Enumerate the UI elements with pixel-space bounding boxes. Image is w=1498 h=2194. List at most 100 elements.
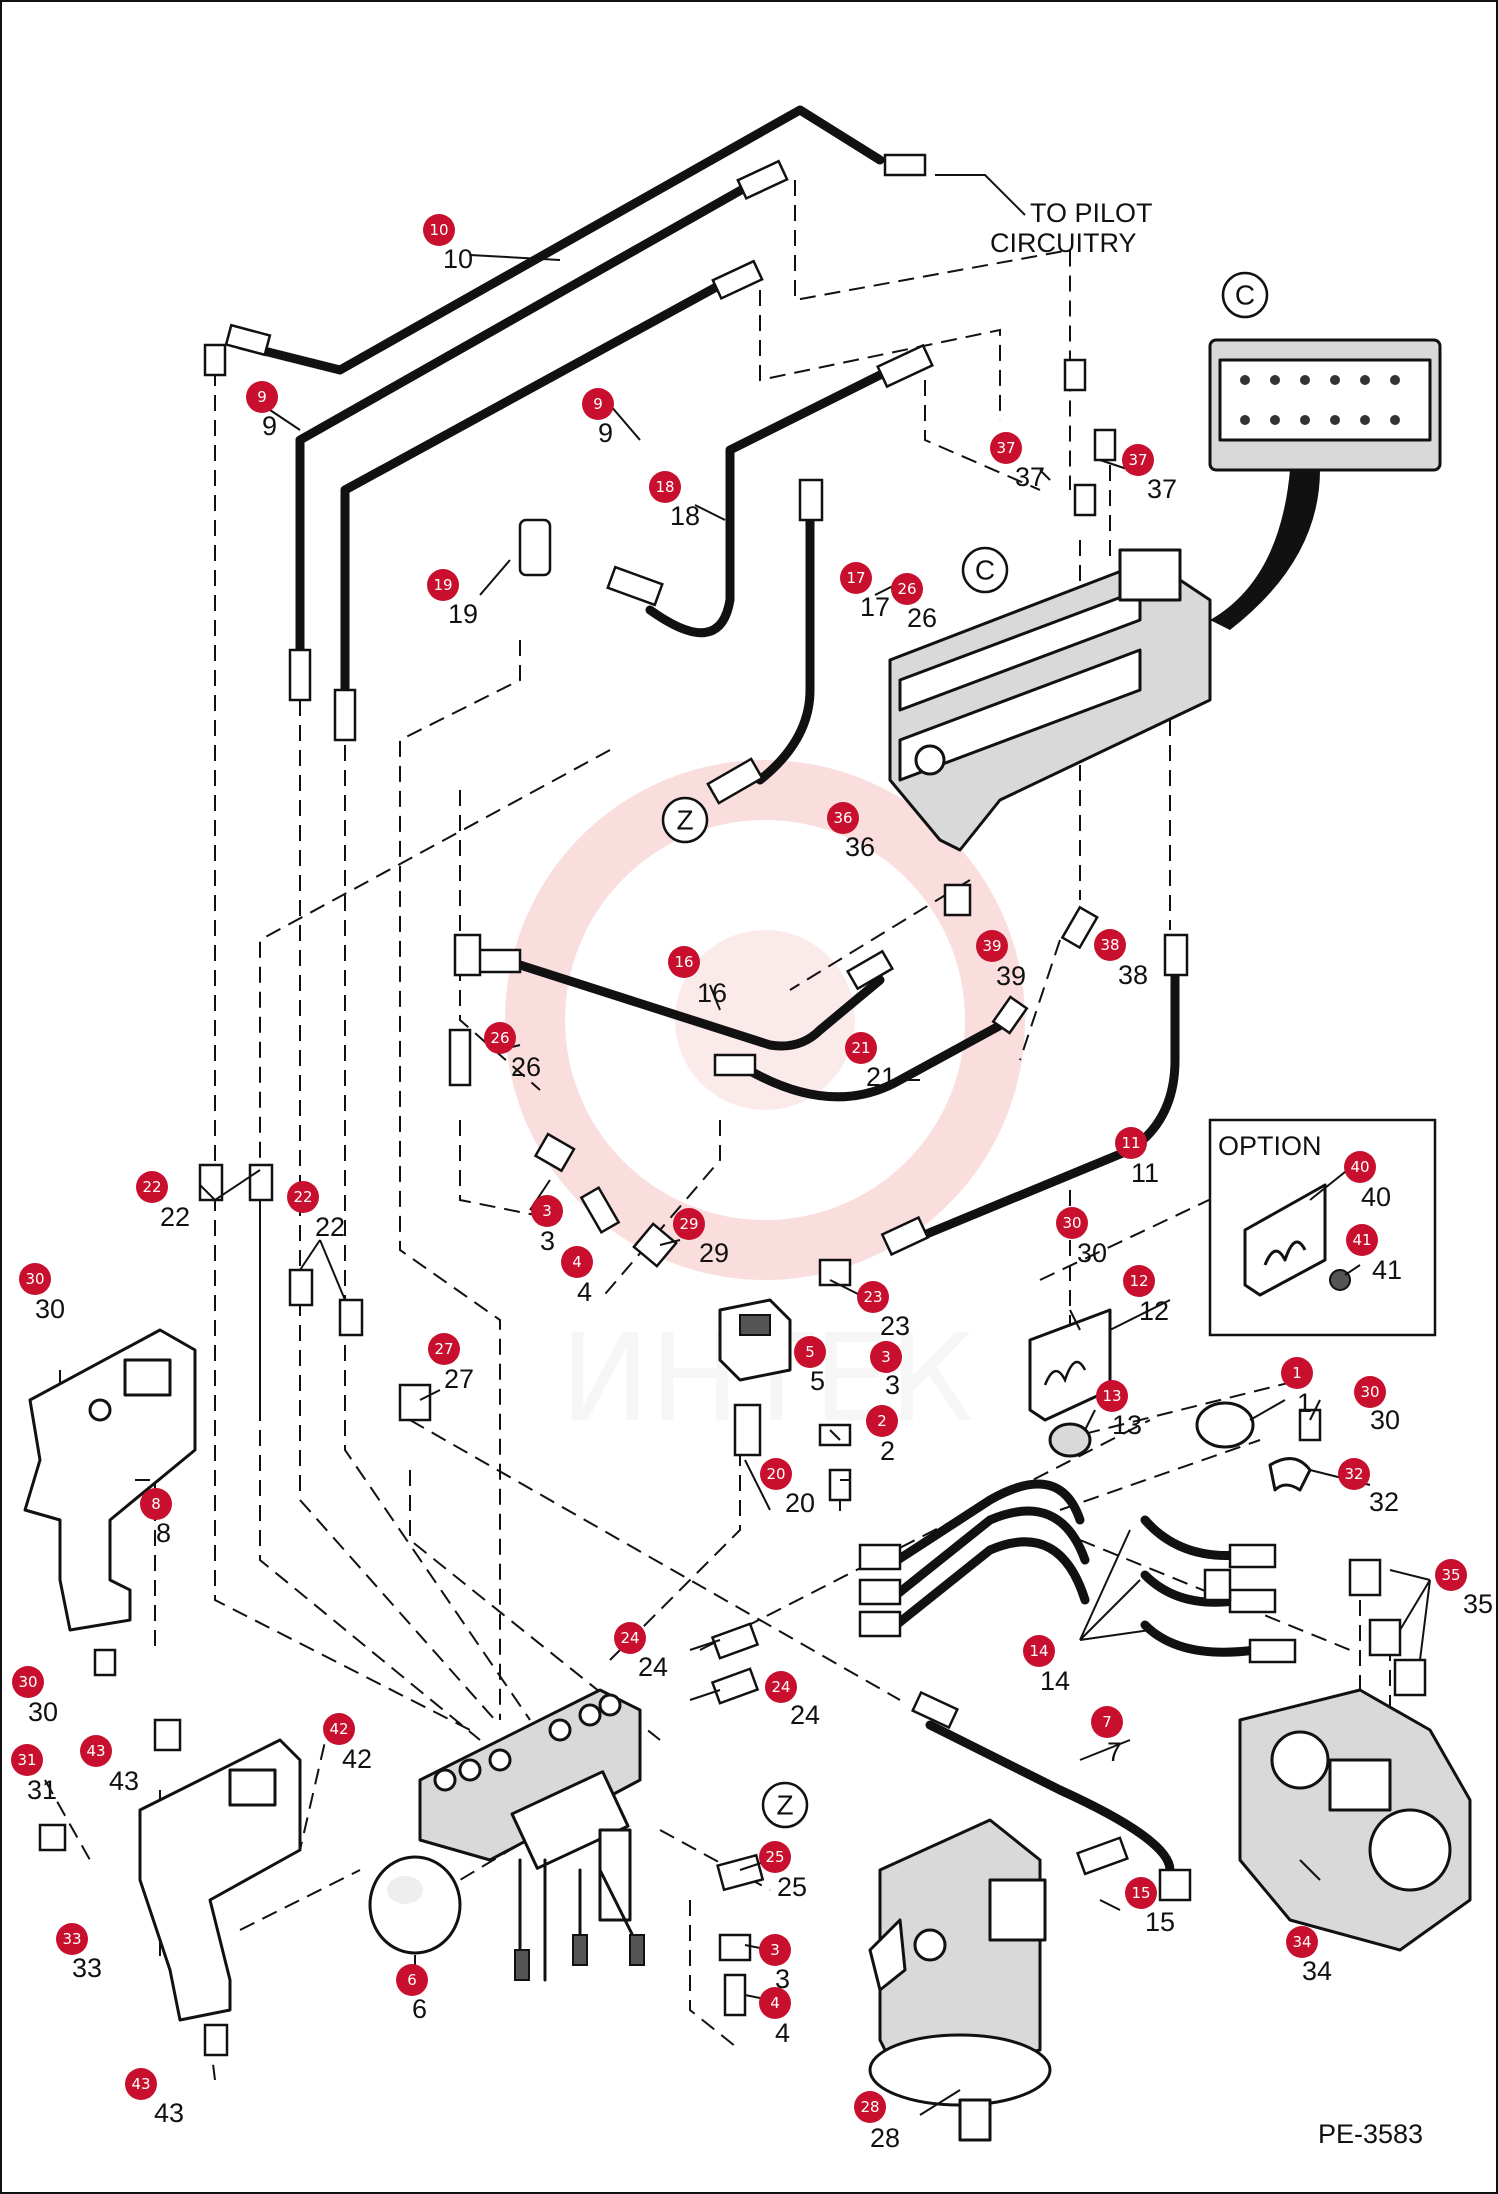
callout-badge-11[interactable]: 11 (1115, 1127, 1147, 1159)
callout-number-15: 15 (1145, 1907, 1175, 1937)
callout-badge-8[interactable]: 8 (140, 1488, 172, 1520)
callout-badge-4[interactable]: 4 (759, 1987, 791, 2019)
callout-badge-38[interactable]: 38 (1094, 929, 1126, 961)
callout-badge-17[interactable]: 17 (840, 562, 872, 594)
callout-badge-37[interactable]: 37 (1122, 444, 1154, 476)
callout-badge-30[interactable]: 30 (1354, 1376, 1386, 1408)
svg-text:24: 24 (771, 1678, 790, 1696)
callout-badge-22[interactable]: 22 (136, 1171, 168, 1203)
callout-badge-5[interactable]: 5 (794, 1336, 826, 1368)
svg-text:43: 43 (131, 2075, 150, 2093)
svg-text:9: 9 (593, 395, 603, 413)
svg-text:14: 14 (1029, 1642, 1048, 1660)
svg-text:18: 18 (655, 478, 674, 496)
callout-badge-24[interactable]: 24 (614, 1622, 646, 1654)
callout-number-16: 16 (697, 978, 727, 1008)
callout-badge-43[interactable]: 43 (80, 1735, 112, 1767)
callout-badge-24[interactable]: 24 (765, 1671, 797, 1703)
svg-text:20: 20 (766, 1465, 785, 1483)
callout-badge-43[interactable]: 43 (125, 2068, 157, 2100)
svg-text:21: 21 (851, 1039, 870, 1057)
callout-badge-30[interactable]: 30 (12, 1666, 44, 1698)
callout-badge-41[interactable]: 41 (1346, 1224, 1378, 1256)
callout-badge-20[interactable]: 20 (760, 1458, 792, 1490)
callout-badge-27[interactable]: 27 (428, 1333, 460, 1365)
callout-number-4: 4 (577, 1277, 592, 1307)
option-title: OPTION (1218, 1131, 1322, 1161)
callout-badge-3[interactable]: 3 (759, 1934, 791, 1966)
callout-number-43: 43 (154, 2098, 184, 2128)
inset-valve-c (1208, 338, 1442, 630)
callout-number-37: 37 (1147, 474, 1177, 504)
callout-badge-3[interactable]: 3 (870, 1341, 902, 1373)
callout-badge-7[interactable]: 7 (1091, 1706, 1123, 1738)
hose-lines (235, 105, 1260, 1875)
callout-number-12: 12 (1139, 1296, 1169, 1326)
callout-badge-34[interactable]: 34 (1286, 1926, 1318, 1958)
callout-badge-22[interactable]: 22 (287, 1181, 319, 1213)
svg-text:9: 9 (257, 388, 267, 406)
callout-badge-19[interactable]: 19 (427, 569, 459, 601)
callout-badge-26[interactable]: 26 (484, 1022, 516, 1054)
callout-number-7: 7 (1107, 1737, 1122, 1767)
callout-number-20: 20 (785, 1488, 815, 1518)
callout-badge-21[interactable]: 21 (845, 1032, 877, 1064)
callout-badge-18[interactable]: 18 (649, 471, 681, 503)
callout-number-33: 33 (72, 1953, 102, 1983)
svg-text:35: 35 (1441, 1566, 1460, 1584)
main-control-valve (888, 548, 1212, 852)
callout-badge-23[interactable]: 23 (857, 1281, 889, 1313)
callout-badge-33[interactable]: 33 (56, 1923, 88, 1955)
svg-text:36: 36 (833, 809, 852, 827)
callout-badge-36[interactable]: 36 (827, 802, 859, 834)
callout-badge-12[interactable]: 12 (1123, 1265, 1155, 1297)
callout-badge-26[interactable]: 26 (891, 573, 923, 605)
callout-badge-29[interactable]: 29 (673, 1208, 705, 1240)
callout-number-24: 24 (790, 1700, 820, 1730)
callout-number-8: 8 (156, 1518, 171, 1548)
ref-z-block: Z (761, 1781, 809, 1829)
callout-badge-25[interactable]: 25 (759, 1841, 791, 1873)
svg-text:23: 23 (863, 1288, 882, 1306)
callout-badge-4[interactable]: 4 (561, 1246, 593, 1278)
callout-badge-10[interactable]: 10 (423, 214, 455, 246)
callout-badge-2[interactable]: 2 (866, 1405, 898, 1437)
callout-badge-35[interactable]: 35 (1435, 1559, 1467, 1591)
callout-badge-28[interactable]: 28 (854, 2091, 886, 2123)
callout-badge-3[interactable]: 3 (531, 1195, 563, 1227)
svg-text:13: 13 (1102, 1387, 1121, 1405)
callout-number-41: 41 (1372, 1255, 1402, 1285)
callout-number-25: 25 (777, 1872, 807, 1902)
callout-number-35: 35 (1463, 1589, 1493, 1619)
callout-number-9: 9 (598, 418, 613, 448)
callout-badge-1[interactable]: 1 (1281, 1357, 1313, 1389)
svg-text:3: 3 (770, 1941, 780, 1959)
callout-number-18: 18 (670, 501, 700, 531)
callout-badge-16[interactable]: 16 (668, 946, 700, 978)
callout-number-4: 4 (775, 2018, 790, 2048)
callout-badge-37[interactable]: 37 (990, 432, 1022, 464)
solenoid-valve (718, 1298, 792, 1382)
callout-badge-40[interactable]: 40 (1344, 1151, 1376, 1183)
callout-badge-31[interactable]: 31 (11, 1744, 43, 1776)
callout-badge-9[interactable]: 9 (246, 381, 278, 413)
callout-badge-30[interactable]: 30 (1056, 1207, 1088, 1239)
pilot-note-leader (935, 174, 1026, 216)
callout-badge-14[interactable]: 14 (1023, 1635, 1055, 1667)
callout-badge-30[interactable]: 30 (19, 1263, 51, 1295)
hose-clamp (1195, 1401, 1255, 1449)
callout-badge-32[interactable]: 32 (1338, 1458, 1370, 1490)
callout-badge-13[interactable]: 13 (1096, 1380, 1128, 1412)
callout-badge-6[interactable]: 6 (396, 1964, 428, 1996)
callout-badge-39[interactable]: 39 (976, 930, 1008, 962)
callout-badge-9[interactable]: 9 (582, 388, 614, 420)
hydraulic-pump (868, 1818, 1052, 2142)
svg-text:42: 42 (329, 1720, 348, 1738)
callout-number-40: 40 (1361, 1182, 1391, 1212)
svg-text:41: 41 (1352, 1231, 1371, 1249)
callout-badge-42[interactable]: 42 (323, 1713, 355, 1745)
svg-text:33: 33 (62, 1930, 81, 1948)
svg-text:40: 40 (1350, 1158, 1369, 1176)
callout-badge-15[interactable]: 15 (1125, 1877, 1157, 1909)
